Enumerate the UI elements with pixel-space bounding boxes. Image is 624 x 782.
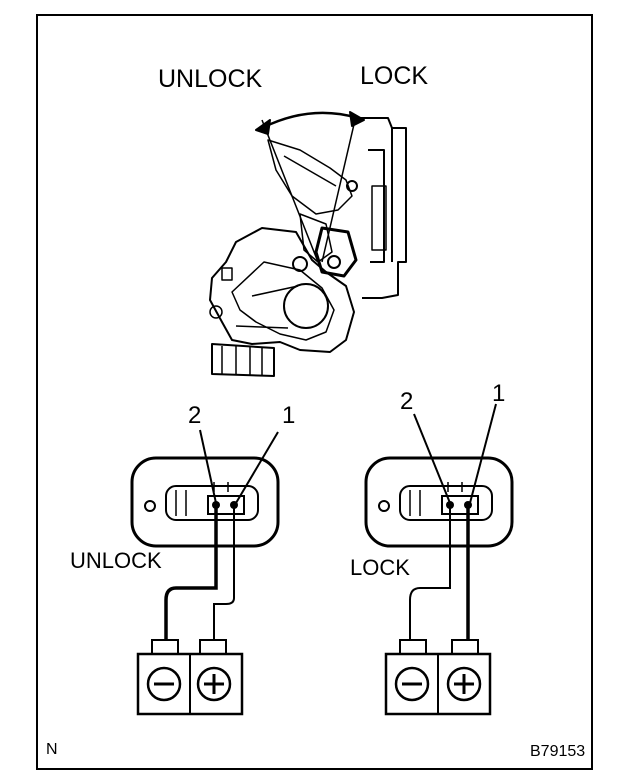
door-lock-actuator (209, 111, 407, 377)
minus-icon (394, 666, 430, 702)
plus-icon (196, 666, 232, 702)
connector-lock (364, 403, 514, 716)
connector-mount-hole (144, 500, 156, 512)
lead-wire-pin2 (409, 505, 451, 640)
connector-lock-pin1-label: 1 (492, 380, 506, 407)
battery-post-positive (199, 639, 227, 655)
connector-lock-state-label: LOCK (350, 555, 410, 580)
callout-pin-1 (469, 403, 497, 504)
connector-unlock-state-label: UNLOCK (70, 548, 162, 573)
figure-code: B79153 (530, 743, 586, 760)
callout-pin-1 (235, 431, 279, 504)
arrow-head-lock (349, 111, 365, 127)
connector-unlock-pin2-label: 2 (188, 402, 202, 429)
lead-wire-pin2 (164, 505, 218, 640)
connector-housing (130, 456, 280, 548)
lead-wire-pin1 (213, 505, 235, 640)
connector-unlock-pin1-label: 1 (282, 402, 296, 429)
terminal-block (207, 495, 245, 515)
battery-post-negative (399, 639, 427, 655)
actuator-lock-label: LOCK (360, 62, 429, 90)
terminal-block (441, 495, 479, 515)
callout-pin-2 (199, 429, 217, 504)
actuator-unlock-label: UNLOCK (158, 65, 263, 93)
battery-post-negative (151, 639, 179, 655)
connector-unlock (130, 429, 280, 716)
connector-lock-pin2-label: 2 (400, 388, 414, 415)
connector-housing (364, 456, 514, 548)
connector-mount-hole (378, 500, 390, 512)
connector-socket (399, 485, 493, 521)
plus-icon (446, 666, 482, 702)
corner-mark: N (46, 741, 58, 758)
callout-pin-2 (413, 413, 451, 504)
minus-icon (146, 666, 182, 702)
battery-post-positive (451, 639, 479, 655)
figure-frame (36, 14, 593, 770)
rotation-arrow (261, 111, 359, 130)
